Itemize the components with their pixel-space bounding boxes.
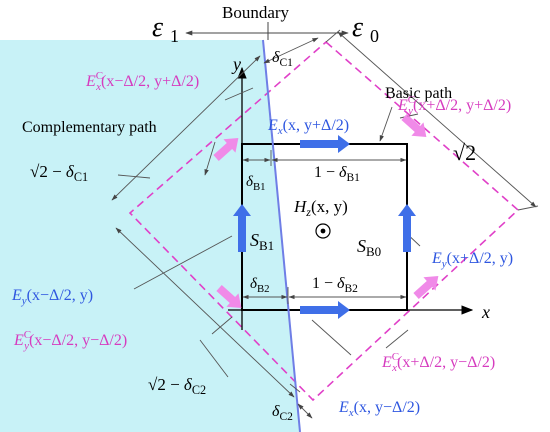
- one-minus-delta-b1-label: 1 − δB1: [314, 164, 360, 184]
- epsilon-1-label: ε 1: [152, 12, 179, 46]
- epsilon-0-label: ε 0: [352, 12, 379, 46]
- complementary-field-arrows: [213, 113, 439, 309]
- basic-path-label: Basic path: [385, 85, 452, 102]
- sqrt2-minus-delta-c2-label: √2 − δC2: [148, 375, 206, 397]
- arrow-eyc-tr: [401, 113, 427, 138]
- delta-c1-label: δC1: [272, 49, 293, 69]
- arrow-ey-right: [398, 204, 416, 252]
- one-minus-delta-b2-label: 1 − δB2: [312, 275, 358, 295]
- y-axis-label: y: [231, 54, 241, 74]
- complementary-path-label: Complementary path: [22, 119, 157, 136]
- label-ex-top: Ex(x, y+Δ/2): [267, 117, 349, 137]
- area-sb1-label: SB1: [250, 230, 274, 253]
- label-ey-right: Ey(x+Δ/2, y): [431, 250, 513, 270]
- basic-field-arrows: [233, 135, 416, 319]
- delta-c2-label: δC2: [272, 403, 293, 423]
- x-axis-label: x: [481, 302, 490, 322]
- arrow-ey-left: [233, 204, 251, 252]
- sqrt2-minus-delta-c1-label: √2 − δC1: [30, 162, 88, 184]
- label-ey-left: Ey(x−Δ/2, y): [11, 287, 93, 307]
- arrow-eyc-bl: [216, 284, 242, 309]
- dimension-lines: [111, 29, 539, 419]
- arrow-exc-br: [413, 275, 439, 300]
- hz-point-dot: [320, 228, 326, 234]
- delta-b2-label: δB2: [250, 276, 270, 295]
- sqrt2-label: √2: [453, 140, 476, 165]
- arrow-ex-bot: [300, 301, 350, 319]
- hz-label: Hz(x, y): [293, 197, 348, 219]
- arrow-exc-tl: [213, 137, 239, 162]
- label-ex-bot: Ex(x, y−Δ/2): [338, 399, 420, 419]
- boundary-label: Boundary: [222, 3, 290, 22]
- area-sb0-label: SB0: [357, 236, 381, 259]
- delta-b1-label: δB1: [246, 174, 266, 193]
- arrow-ex-top: [300, 135, 350, 153]
